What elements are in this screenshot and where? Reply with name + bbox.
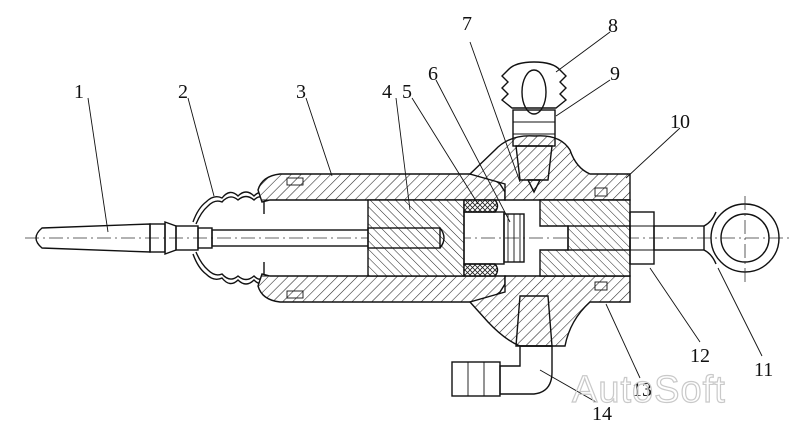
label-10: 10 bbox=[670, 111, 690, 133]
cup-seal-part-5 bbox=[463, 199, 505, 277]
bleeder-valve-part-9 bbox=[512, 109, 556, 194]
bleeder-cap-part-8 bbox=[500, 61, 568, 115]
label-2: 2 bbox=[178, 81, 188, 103]
label-3: 3 bbox=[296, 81, 306, 103]
label-12: 12 bbox=[690, 345, 710, 367]
piston-part-4 bbox=[367, 199, 465, 277]
label-8: 8 bbox=[608, 15, 618, 37]
label-4: 4 bbox=[382, 81, 392, 103]
protective-boot-part-2 bbox=[192, 191, 265, 285]
label-13: 13 bbox=[632, 379, 652, 401]
label-11: 11 bbox=[754, 359, 773, 381]
leader-lines bbox=[87, 31, 763, 403]
spring-part-6 bbox=[503, 213, 525, 263]
watermark-logo: AutoSoft bbox=[572, 369, 726, 411]
hose-fitting-part-14 bbox=[451, 295, 553, 397]
label-14: 14 bbox=[592, 403, 612, 425]
label-5: 5 bbox=[402, 81, 412, 103]
label-7: 7 bbox=[462, 13, 472, 35]
label-6: 6 bbox=[428, 63, 438, 85]
rod-eye-part-11 bbox=[653, 196, 780, 282]
pushrod-part-1 bbox=[35, 221, 371, 255]
label-9: 9 bbox=[610, 63, 620, 85]
label-1: 1 bbox=[74, 81, 84, 103]
end-plug-part-10 bbox=[539, 187, 631, 291]
